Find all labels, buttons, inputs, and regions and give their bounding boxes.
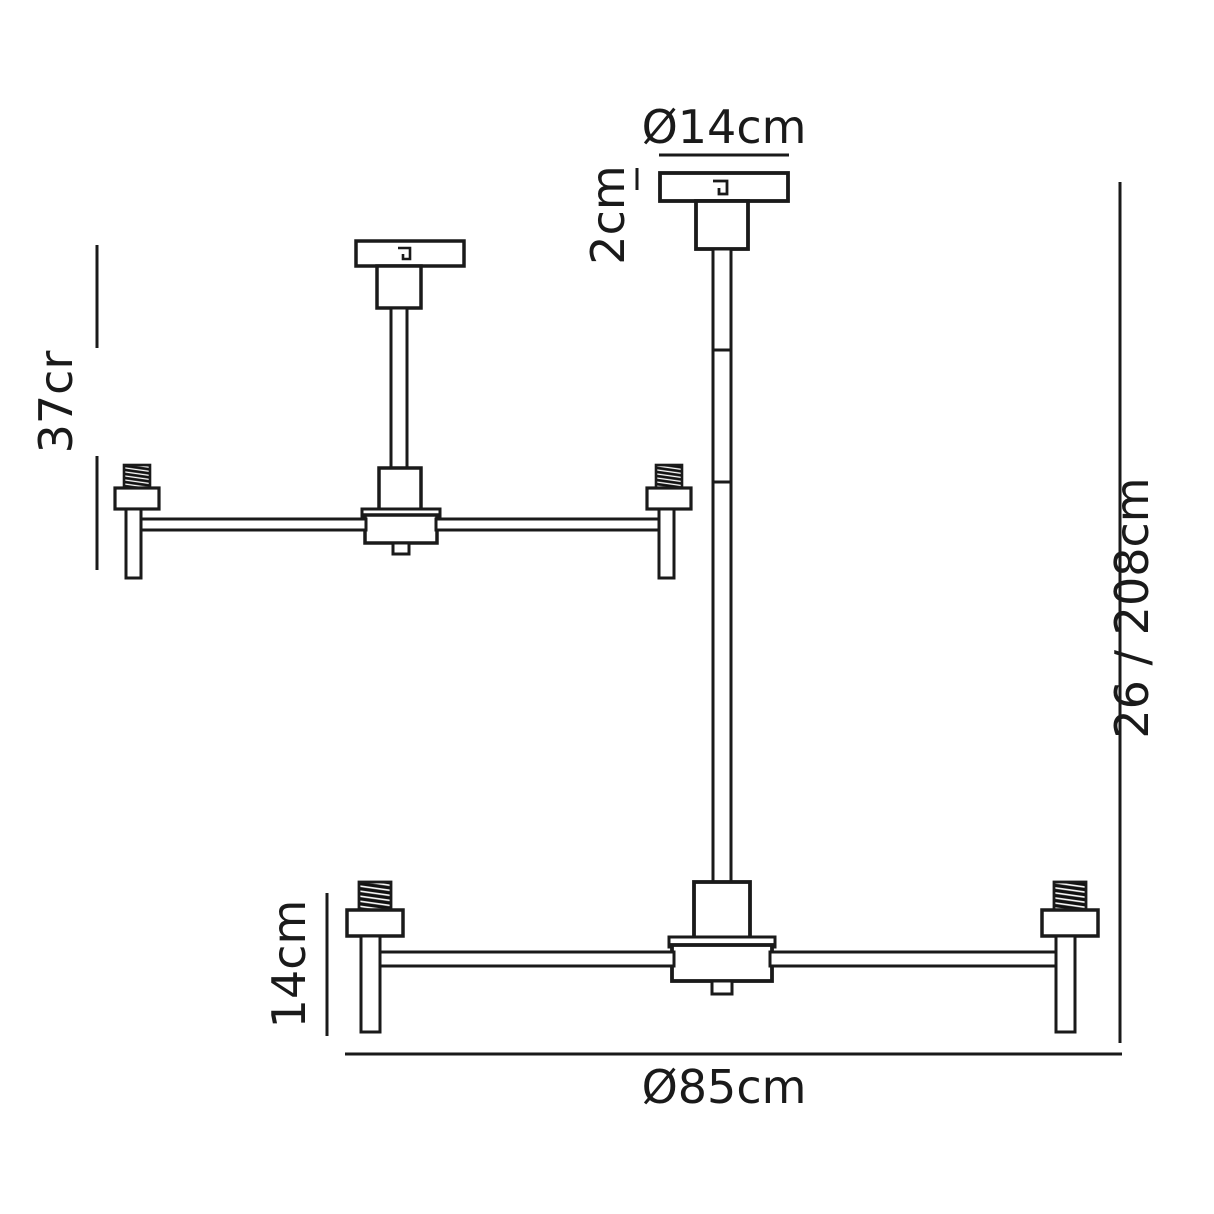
upper-hub-collar [363, 513, 439, 545]
label-spread: Ø85cm [642, 1060, 807, 1114]
upper-lamp-socket-right [645, 463, 693, 580]
lower-ceiling-canopy [658, 171, 790, 203]
lower-canopy-neck [694, 199, 750, 251]
lower-pendant-assembly [345, 171, 1100, 1034]
lower-hub-finial [710, 979, 734, 996]
label-lower-drop: 14cm [262, 900, 316, 1029]
lower-hub-collar [670, 943, 774, 983]
lower-stem-rod [711, 247, 733, 884]
upper-pendant-assembly [113, 239, 693, 580]
lower-arm-right [768, 950, 1074, 968]
label-upper-drop: 37cr [29, 351, 83, 454]
upper-ceiling-canopy [354, 239, 466, 268]
label-total-height: 26 / 208cm [1105, 477, 1159, 738]
upper-hub-body [377, 466, 423, 512]
upper-arm-right [434, 517, 670, 532]
lower-lamp-socket-right [1040, 880, 1100, 1034]
upper-hub-finial [391, 541, 411, 556]
upper-canopy-neck [375, 264, 423, 310]
lower-lamp-socket-left [345, 880, 405, 1034]
label-canopy-height: 2cm [581, 165, 635, 264]
lower-arm-left [370, 950, 676, 968]
upper-stem-rod [389, 306, 409, 470]
upper-lamp-socket-left [113, 463, 161, 580]
label-canopy-diameter: Ø14cm [642, 100, 807, 154]
lower-hub-body [692, 880, 752, 940]
upper-arm-left [132, 517, 368, 532]
